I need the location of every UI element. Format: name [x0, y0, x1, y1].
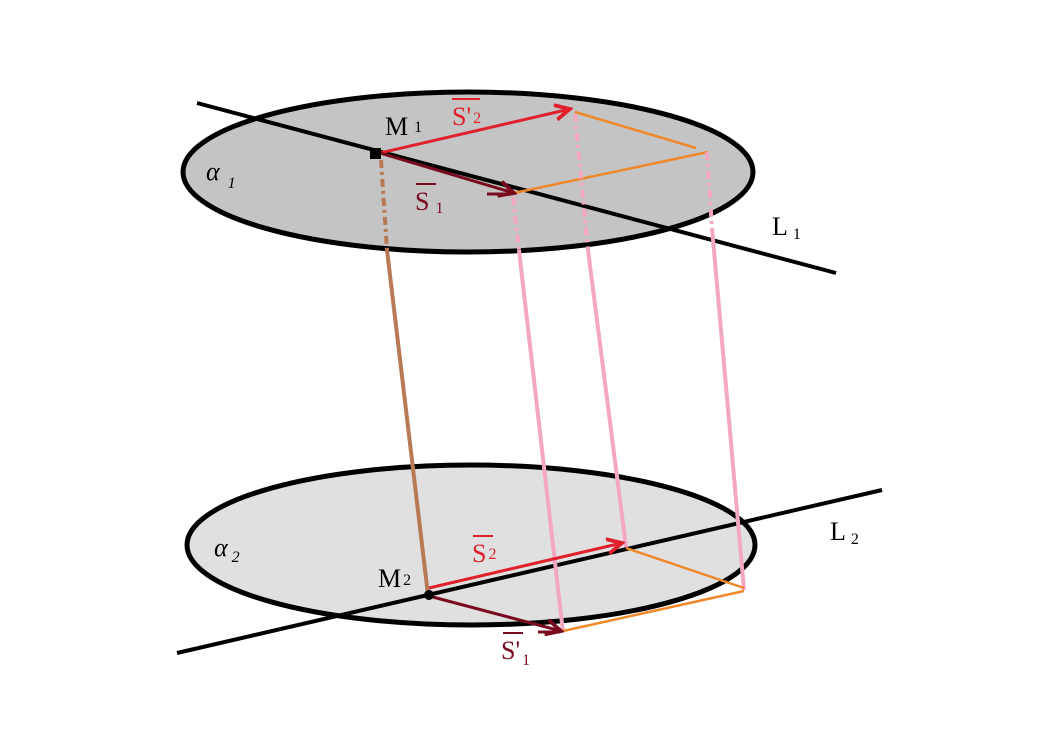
point-M2 — [424, 590, 434, 600]
projection-line-1 — [517, 249, 565, 633]
plane-alpha-2 — [184, 462, 758, 628]
upper-parallelogram-edge-bottom — [513, 150, 709, 195]
segment-M1-M2 — [385, 249, 430, 596]
projection-line-3-hidden — [705, 151, 714, 229]
vector-S1-prime-lower — [428, 594, 561, 631]
projection-line-2-hidden — [573, 113, 590, 251]
label-S2-prime-upper: S'2 — [452, 102, 481, 131]
label-S1-prime-lower: S'1 — [501, 636, 530, 669]
upper-parallelogram-edge-top — [574, 110, 697, 150]
line-L2 — [176, 488, 883, 655]
vector-S2-lower — [428, 543, 622, 590]
segment-M1-M2-hidden — [379, 159, 389, 251]
point-M1 — [370, 148, 381, 159]
vector-S2-prime-upper — [379, 109, 570, 155]
projection-line-3 — [710, 227, 746, 591]
projection-line-1-hidden — [511, 196, 521, 251]
lower-parallelogram-edge-right — [625, 546, 745, 590]
projection-line-2 — [586, 249, 628, 548]
vector-S1-upper — [379, 151, 514, 193]
lower-parallelogram-edge-bottom — [562, 589, 745, 633]
